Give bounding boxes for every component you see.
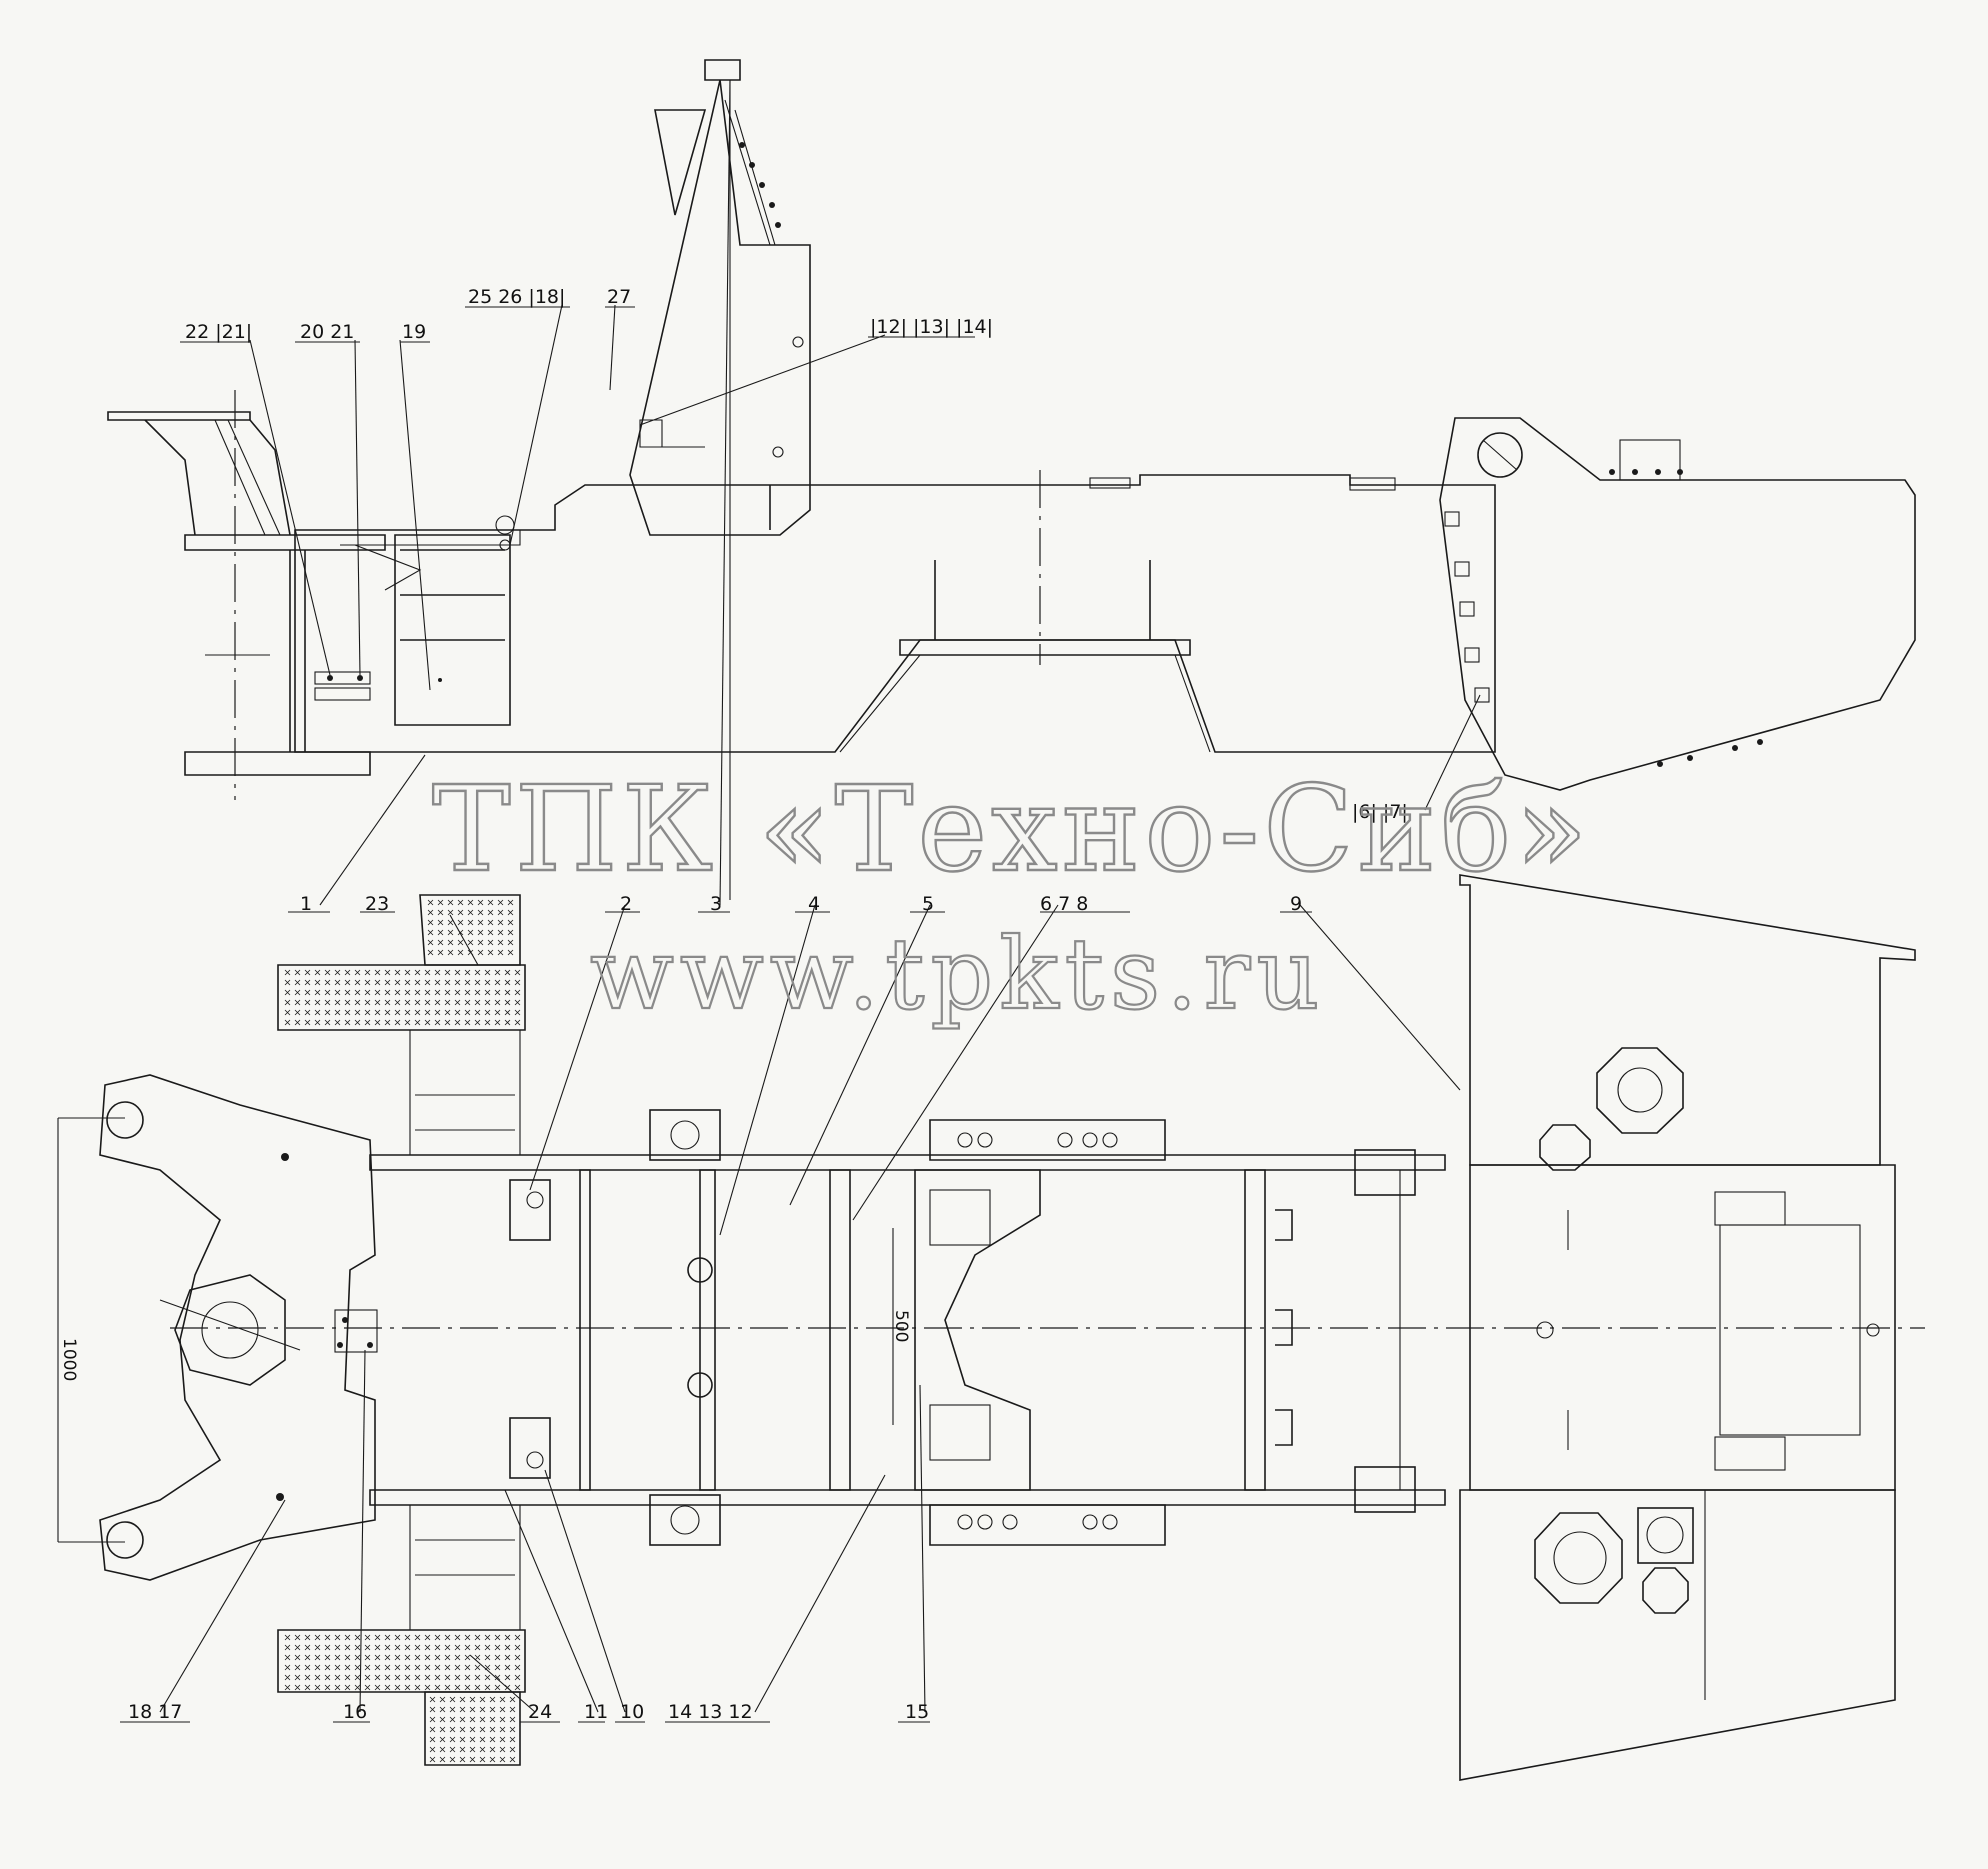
cab-tilt-frame [629,59,811,536]
callout-15: 15 [905,1701,929,1723]
rail-plate-holes [957,1132,1118,1530]
callout-5: 5 [922,893,934,915]
callout-3: 3 [710,893,722,915]
callout-10: 10 [620,1701,644,1723]
front-tow-bracket [184,534,386,776]
left-side-rail [369,1154,1446,1171]
lower-step [277,1505,526,1766]
rear-tank-bolts [1444,469,1763,767]
callout-24: 24 [528,1701,552,1723]
right-side-rail [369,1489,1446,1506]
callouts: 1 2 3 4 5 6 7 8 9 23 18 17 16 24 11 10 1… [120,286,1408,1723]
dim-length: 500 [891,1228,911,1425]
filler-cap-lower [1534,1512,1623,1604]
callout-11: 11 [584,1701,608,1723]
front-tow-fork [99,1074,376,1581]
side-view [107,59,1916,900]
side-frame-outline [294,474,1496,753]
crossmember-2 [699,1169,716,1491]
leader-lines [159,79,1481,1713]
filler-cap-small [1539,1124,1591,1171]
callout-19: 19 [402,321,426,343]
cab-hinge-bolts [739,142,781,228]
crossmember-3 [829,1169,851,1491]
plan-view: 1000 [57,874,1925,1781]
callout-25-26-18: 25 26 |18| [468,286,565,308]
callout-6-7-boxed: |6| |7| [1352,801,1408,823]
dimension-1000: 1000 [59,1338,79,1381]
dim-width: 1000 [57,1117,125,1543]
callout-27: 27 [607,286,631,308]
step-tread-pattern [284,899,521,1763]
engine-mount-plate [914,1169,1041,1491]
callout-12-13-14-boxed: |12| |13| |14| [870,316,993,338]
side-crossmember [899,560,1191,656]
callout-2: 2 [620,893,632,915]
callout-16: 16 [343,1701,367,1723]
callout-6-7-8: 6 7 8 [1040,893,1088,915]
side-step-ladder [394,534,511,726]
rear-tank-plan [1459,874,1916,1166]
watermark-company: ТПК «Техно-Сиб» [432,760,1591,898]
crossmember-4 [1244,1169,1266,1491]
callout-22-21: 22 |21| [185,321,252,343]
filler-cap-large [1596,1047,1684,1134]
watermark: ТПК «Техно-Сиб» www.tpkts.ru [431,759,1591,1033]
upper-step [277,894,526,1155]
callout-9: 9 [1290,893,1302,915]
callout-4: 4 [808,893,820,915]
callout-1: 1 [300,893,312,915]
crossmember-front [579,1169,591,1491]
dimension-500: 500 [891,1310,911,1342]
callout-20-21: 20 21 [300,321,354,343]
callout-23: 23 [365,893,389,915]
callout-14-13-12: 14 13 12 [668,1701,753,1723]
rear-tank-side [1439,417,1916,791]
callout-18-17: 18 17 [128,1701,182,1723]
watermark-url: www.tpkts.ru [590,918,1325,1032]
